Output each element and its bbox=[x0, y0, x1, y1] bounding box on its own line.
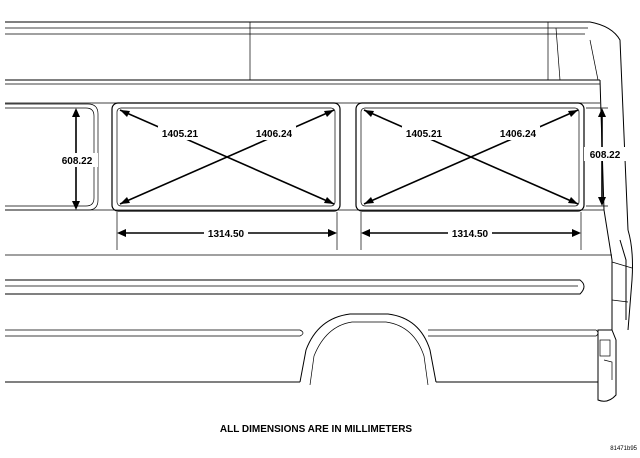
window-2-diagonal-b bbox=[363, 109, 579, 205]
window-2: 1405.21 1406.24 1314.50 bbox=[355, 102, 585, 250]
rear-bumper bbox=[597, 329, 617, 402]
height-left-label: 608.22 bbox=[62, 156, 93, 167]
window-2-diagonal-right-label: 1406.24 bbox=[500, 129, 537, 140]
window-1-outer bbox=[111, 102, 341, 212]
window-1-inner bbox=[116, 107, 336, 207]
wheel-arch bbox=[299, 313, 437, 383]
window-1-width-label: 1314.50 bbox=[208, 229, 245, 240]
height-dimension-right: 608.22 bbox=[584, 107, 626, 207]
window-1-diagonal-b bbox=[119, 109, 335, 205]
van-body bbox=[5, 21, 633, 402]
window-1-diagonal-right-label: 1406.24 bbox=[256, 129, 293, 140]
window-2-inner bbox=[360, 107, 580, 207]
side-trim-strip bbox=[5, 279, 585, 295]
height-right-label: 608.22 bbox=[590, 150, 621, 161]
window-2-width-label: 1314.50 bbox=[452, 229, 489, 240]
figure-id: 81471b95 bbox=[610, 446, 637, 452]
roof-line bbox=[5, 21, 629, 231]
units-note: ALL DIMENSIONS ARE IN MILLIMETERS bbox=[220, 424, 413, 435]
window-1-diagonal-left-label: 1405.21 bbox=[162, 129, 199, 140]
tail-lamp bbox=[599, 339, 611, 357]
height-dimension-left: 608.22 bbox=[56, 108, 98, 210]
window-2-diagonal-left-label: 1405.21 bbox=[406, 129, 443, 140]
window-1: 1405.21 1406.24 1314.50 bbox=[111, 102, 341, 250]
